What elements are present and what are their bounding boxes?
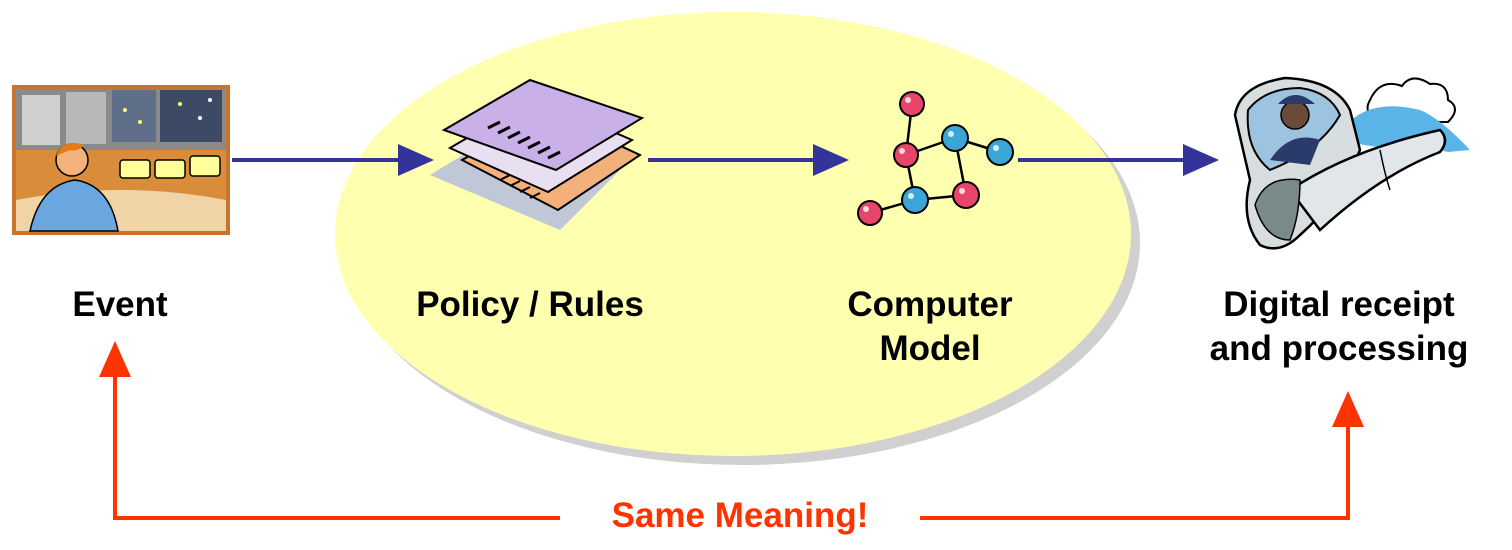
- digital-receipt-label-line2: and processing: [1209, 329, 1469, 368]
- system-ellipse: [335, 12, 1140, 465]
- computer-model-label-line1: Computer: [847, 285, 1013, 324]
- stacked-documents-icon: [430, 78, 645, 230]
- event-label: Event: [20, 283, 220, 327]
- policy-rules-label-text: Policy / Rules: [416, 285, 644, 324]
- feedback-arrow-right: [920, 391, 1364, 520]
- control-room-operator-icon: [12, 85, 230, 235]
- policy-rules-label: Policy / Rules: [360, 283, 700, 327]
- pilot-airplane-icon: [1233, 76, 1470, 250]
- feedback-connector: [99, 341, 1364, 520]
- computer-model-label: Computer Model: [800, 283, 1060, 371]
- feedback-arrow-left: [99, 341, 560, 520]
- digital-receipt-label: Digital receipt and processing: [1172, 283, 1506, 371]
- computer-model-label-line2: Model: [879, 329, 981, 368]
- molecule-network-icon: [857, 91, 1014, 226]
- same-meaning-label: Same Meaning!: [560, 494, 920, 538]
- digital-receipt-label-line1: Digital receipt: [1223, 285, 1455, 324]
- event-label-text: Event: [72, 285, 168, 324]
